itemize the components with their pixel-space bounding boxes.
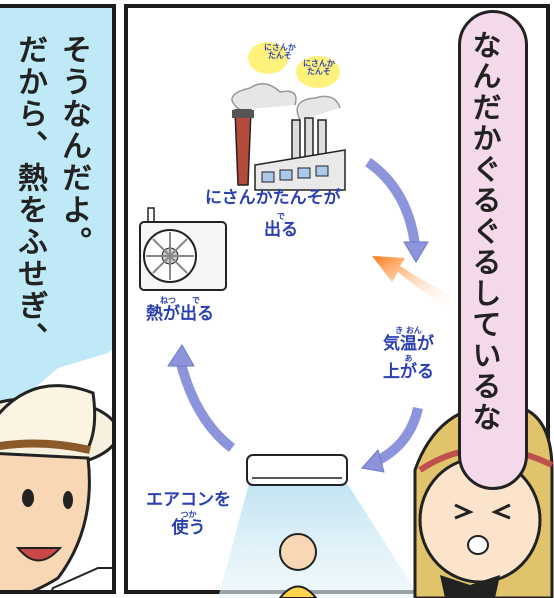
- left-comic-panel: そうなんだよ。 だから、熱をふせぎ、: [0, 4, 116, 594]
- speech-bubble: [458, 10, 528, 490]
- temp-label: き おん 気温が あ 上がる: [383, 326, 434, 382]
- arrow-ac-to-heat: [175, 358, 236, 452]
- air-conditioner-icon: [218, 454, 420, 598]
- arrow-factory-to-temp: [365, 157, 420, 246]
- factory-label-line1: にさんかたんそが: [205, 188, 341, 208]
- speech-line-1: そうなんだよ。: [56, 34, 91, 258]
- factory-icon: [231, 42, 346, 191]
- speech-line-2: だから、熱をふせぎ、: [12, 34, 47, 354]
- man-with-hat-illustration: [0, 349, 112, 590]
- outdoor-unit-icon: [139, 207, 227, 291]
- factory-label-line2: 出る: [264, 220, 298, 240]
- ac-label-line2: 使う: [171, 517, 206, 538]
- temp-label-line2: 上がる: [383, 361, 434, 382]
- temp-ruby-1: き おん: [395, 326, 422, 335]
- smoke-label-1: にさんか たんそ: [264, 43, 296, 61]
- factory-ruby: で: [277, 212, 285, 221]
- temp-label-line1: 気温が: [383, 334, 434, 354]
- heat-label-text: 熱が出る: [146, 304, 214, 324]
- arrow-temp-to-ac: [372, 406, 423, 467]
- warm-arrow-icon: [372, 256, 455, 310]
- ac-label-line1: エアコンを: [146, 490, 231, 510]
- smoke-label-2: にさんか たんそ: [303, 59, 335, 77]
- ac-label: エアコンを つか 使う: [146, 490, 231, 538]
- bubble-text: なんだかぐるぐるしているな: [468, 30, 502, 433]
- heat-ruby: ねつ で: [160, 296, 200, 305]
- factory-label-2: で 出る: [264, 212, 298, 240]
- factory-label: にさんかたんそが: [205, 188, 341, 208]
- temp-ruby-2: あ: [404, 353, 413, 363]
- heat-label: ねつ で 熱が出る: [146, 296, 214, 324]
- ac-ruby: つか: [180, 509, 197, 519]
